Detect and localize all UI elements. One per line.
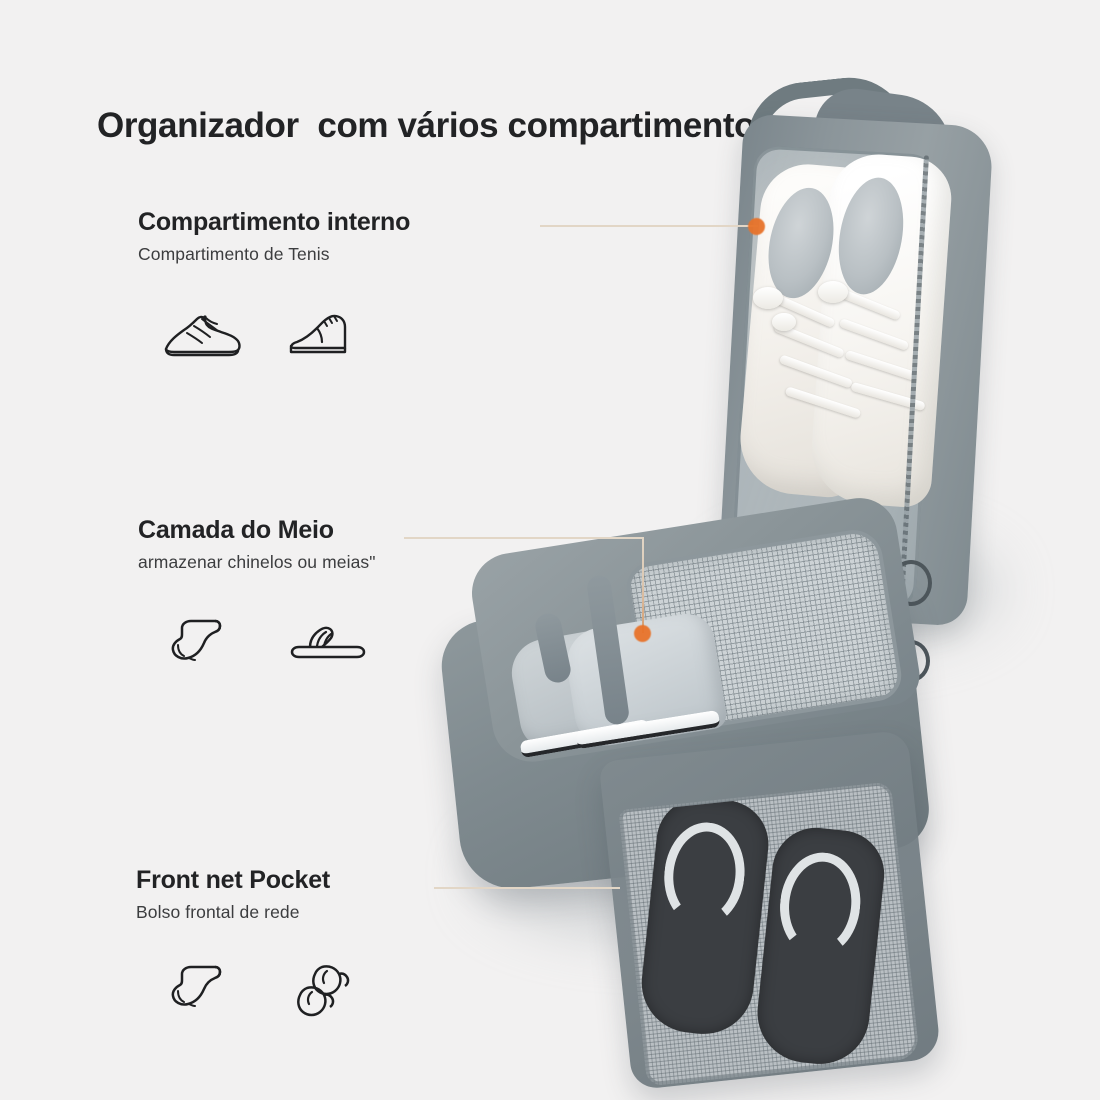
sneaker-icon <box>164 315 241 357</box>
front-net-mesh <box>618 781 920 1087</box>
icon-row-inner-compartment <box>160 305 370 363</box>
feature-middle-layer: Camada do Meio armazenar chinelos ou mei… <box>138 516 376 573</box>
sock-icon <box>171 965 222 1007</box>
feature-inner-compartment: Compartimento interno Compartimento de T… <box>138 208 410 265</box>
sock-icon <box>171 619 222 661</box>
feature-subtitle: armazenar chinelos ou meias" <box>138 552 376 572</box>
shoelace-bow <box>753 287 783 309</box>
icon-row-middle-layer <box>168 618 372 672</box>
page-title: Organizador com vários compartimentos <box>97 106 775 145</box>
feature-front-net-pocket: Front net Pocket Bolso frontal de rede <box>136 866 330 923</box>
feature-title: Front net Pocket <box>136 866 331 894</box>
shoelace-bow <box>772 313 796 331</box>
feature-title: Camada do Meio <box>138 516 334 544</box>
feature-subtitle: Bolso frontal de rede <box>136 902 300 922</box>
flip-flops-icon <box>297 965 350 1017</box>
product-image <box>420 55 1040 1091</box>
callout-dot-inner-compartment <box>748 218 765 235</box>
shoelace-bow <box>818 281 848 303</box>
slide-sandal-icon <box>290 626 366 659</box>
dress-shoe-icon <box>289 314 347 354</box>
callout-dot-middle-layer <box>634 625 651 642</box>
feature-title: Compartimento interno <box>138 208 411 236</box>
icon-row-front-net-pocket <box>168 962 372 1020</box>
feature-subtitle: Compartimento de Tenis <box>138 244 330 264</box>
